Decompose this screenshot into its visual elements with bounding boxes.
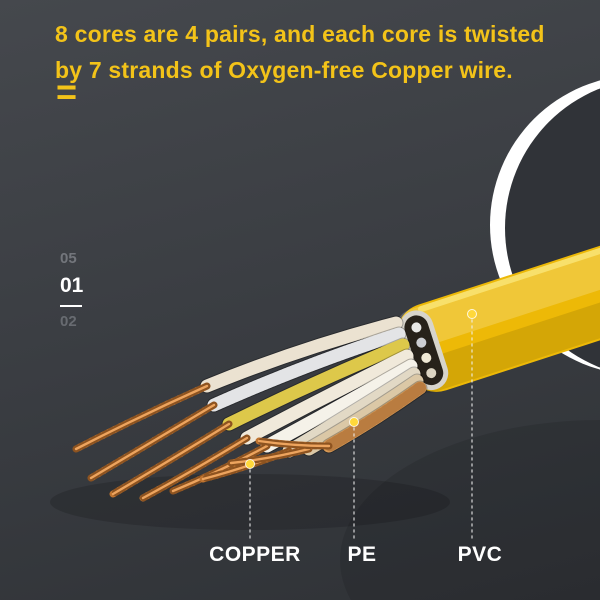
copper-highlight bbox=[257, 439, 331, 448]
core-cross-section bbox=[416, 337, 427, 348]
core-cross-section bbox=[411, 322, 422, 333]
wire-sleeve bbox=[322, 381, 427, 453]
headline-line1: 8 cores are 4 pairs, and each core is tw… bbox=[55, 21, 545, 47]
equals-mark: = bbox=[56, 71, 78, 112]
jacket-bottom-shade bbox=[411, 278, 600, 394]
pagination-current-rule bbox=[60, 305, 82, 307]
wire-sleeve bbox=[302, 374, 424, 456]
headline: 8 cores are 4 pairs, and each core is tw… bbox=[55, 16, 545, 88]
copper-highlight bbox=[229, 447, 311, 465]
callout-dot-copper bbox=[245, 459, 255, 469]
wire-sleeve bbox=[222, 338, 410, 431]
wire-sleeve bbox=[240, 349, 414, 445]
wire-sleeve bbox=[200, 316, 403, 393]
copper-highlight bbox=[89, 403, 216, 480]
cable-jacket bbox=[395, 225, 600, 394]
callout-leaders bbox=[245, 309, 477, 539]
jacket-body bbox=[396, 230, 600, 392]
wire-fan bbox=[72, 315, 428, 502]
pagination-item-05: 05 bbox=[60, 250, 77, 267]
core-cross-section bbox=[421, 352, 432, 363]
callout-label-pvc: PVC bbox=[457, 543, 503, 566]
pagination: 05 01 02 bbox=[60, 250, 83, 330]
callout-label-copper: COPPER bbox=[209, 543, 301, 566]
copper-highlight bbox=[74, 384, 209, 451]
callout-label-pe: PE bbox=[347, 543, 377, 566]
wire-sleeve bbox=[260, 359, 418, 453]
headline-line2: by 7 strands of Oxygen-free Copper wire. bbox=[55, 57, 513, 83]
core-cross-section bbox=[426, 368, 437, 379]
jacket-edge-highlight bbox=[417, 225, 600, 313]
pagination-item-02: 02 bbox=[60, 313, 77, 330]
wire-braid-texture bbox=[207, 327, 406, 412]
copper-highlight bbox=[141, 436, 249, 500]
callout-dot-pvc bbox=[467, 309, 477, 319]
callout-dot-pe bbox=[349, 417, 359, 427]
cut-opening bbox=[404, 315, 444, 386]
pagination-item-01: 01 bbox=[60, 274, 84, 297]
corner-shadow bbox=[340, 420, 600, 600]
wire-braid-texture bbox=[323, 382, 426, 452]
copper-highlight bbox=[111, 422, 231, 496]
jacket-top-sheen bbox=[395, 229, 600, 349]
copper-highlight bbox=[171, 444, 269, 493]
